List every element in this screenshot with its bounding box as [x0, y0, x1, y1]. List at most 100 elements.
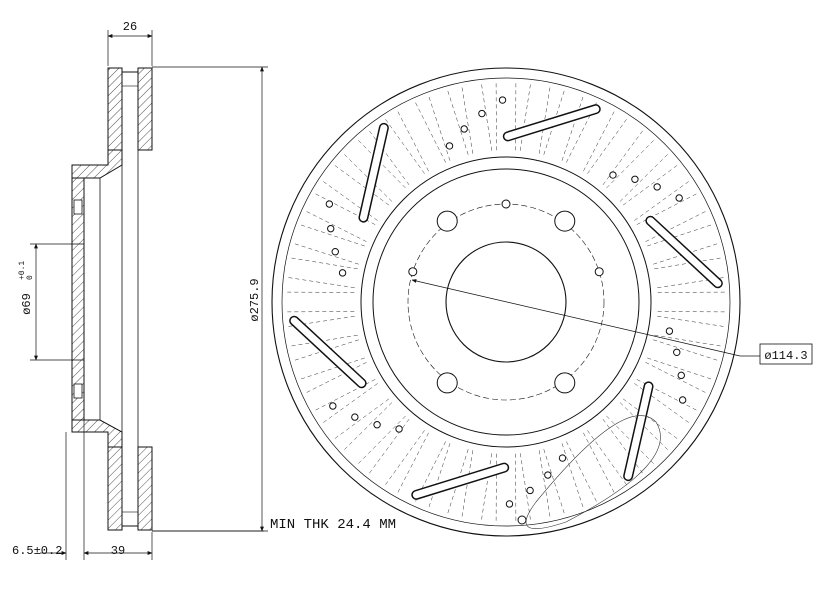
cooling-vane-line — [647, 357, 713, 380]
min-thickness-label: MIN THK 24.4 MM — [270, 517, 396, 533]
width-label: 26 — [123, 20, 137, 34]
cooling-vane-line — [561, 443, 584, 509]
cooling-vane-line — [414, 101, 446, 163]
friction-inner-circle — [360, 156, 652, 448]
cooling-vane-line — [636, 193, 698, 225]
locating-hole — [436, 210, 458, 232]
cooling-vane-line — [357, 415, 406, 465]
cooling-vane-line — [322, 383, 378, 424]
cooling-vane-line — [657, 316, 725, 327]
drill-hole — [558, 454, 567, 462]
locating-hole — [554, 372, 576, 394]
cooling-vane-line — [645, 210, 707, 242]
cooling-vane-line — [368, 129, 410, 186]
drill-hole — [544, 471, 552, 479]
bore-tolerance-upper: +0.1 — [18, 261, 27, 280]
hat-neck-bottom — [71, 419, 123, 447]
drill-hole — [351, 413, 359, 421]
cooling-vane-line — [461, 450, 474, 518]
drill-hole — [327, 224, 335, 233]
cooling-vane-line — [636, 379, 698, 411]
bolt-hole — [408, 267, 418, 277]
drill-hole — [665, 327, 674, 335]
drill-hole — [653, 183, 661, 191]
dimension-bore-diameter: ø69 +0.1 0 — [18, 243, 72, 361]
cooling-vane-line — [299, 224, 365, 247]
drill-hole — [373, 421, 381, 429]
friction-plate-right-bottom — [137, 446, 153, 531]
cooling-vane-line — [333, 398, 390, 440]
cooling-vane-line — [561, 95, 584, 161]
drill-hole — [331, 248, 339, 256]
drill-hole — [678, 396, 687, 404]
offset-label: 6.5±0.2 — [12, 544, 62, 558]
drill-hole — [325, 200, 334, 208]
bolt-circle-label: ø114.3 — [764, 349, 807, 363]
cooling-vane-line — [293, 339, 359, 361]
cooling-vane-line — [481, 453, 492, 521]
drill-hole — [505, 500, 514, 508]
dimension-width: 26 — [107, 20, 153, 66]
cooling-vane-line — [654, 257, 722, 270]
cooling-vane-line — [299, 357, 365, 380]
dimension-bottom: 6.5±0.2 39 — [12, 420, 153, 560]
slot-inner — [359, 124, 388, 222]
front-view — [271, 67, 741, 537]
cooling-vane-line — [384, 430, 425, 486]
cooling-vane-line — [622, 164, 679, 206]
cooling-vane-line — [647, 224, 713, 247]
cooling-vane-line — [343, 153, 393, 202]
outer-edge-circle — [271, 67, 741, 537]
wear-zone-outline — [525, 415, 661, 529]
cooling-vane-line — [447, 449, 469, 515]
slot-inner — [412, 464, 508, 499]
locating-hole — [436, 372, 458, 394]
slot-inner — [504, 105, 600, 140]
slot-inner — [646, 217, 722, 287]
center-bore-circle — [445, 241, 567, 363]
hat-neck-top — [71, 150, 123, 179]
cooling-vane-line — [653, 243, 719, 265]
cooling-vane-line — [619, 153, 669, 202]
cooling-vane-line — [645, 362, 707, 394]
cooling-vane-line — [314, 379, 376, 411]
bore-tolerance-lower: 0 — [26, 275, 35, 280]
hat-face — [71, 177, 85, 421]
cooling-vane-line — [538, 86, 551, 154]
dimension-outer-diameter: ø275.9 — [152, 66, 268, 532]
drill-hole — [677, 371, 685, 380]
cooling-vane-line — [566, 441, 598, 503]
cooling-vane-line — [583, 110, 615, 172]
hat-outer-circle — [372, 168, 640, 436]
cooling-vane-line — [293, 243, 359, 265]
cooling-vane-line — [290, 334, 358, 347]
cooling-vane-line — [333, 164, 390, 206]
cooling-vane-line — [634, 180, 690, 221]
cooling-vane-line — [634, 383, 690, 424]
min-thickness-callout: MIN THK 24.4 MM — [152, 517, 396, 533]
friction-plate-left-bottom — [107, 446, 123, 531]
cooling-vane-line — [543, 89, 565, 155]
cooling-vane-line — [606, 415, 655, 465]
cooling-vane-line — [461, 86, 474, 154]
cooling-vane-line — [384, 118, 425, 174]
cooling-vane-line — [543, 449, 565, 515]
wear-indicator-hole — [517, 515, 527, 525]
cooling-vane-line — [602, 129, 644, 186]
cooling-vane-line — [606, 139, 655, 189]
drill-hole — [675, 194, 683, 202]
cooling-vane-line — [290, 257, 358, 270]
cooling-vane-line — [520, 453, 531, 521]
drill-hole — [526, 486, 534, 495]
cooling-vane-line — [305, 210, 367, 242]
cooling-vane-line — [305, 362, 367, 394]
drill-hole — [498, 96, 507, 104]
cooling-vane-line — [368, 418, 410, 475]
bolt-circle-callout: ø114.3 — [411, 279, 813, 365]
slot-inner — [290, 317, 366, 387]
friction-plate-left-top — [107, 67, 123, 151]
cooling-vane-line — [314, 193, 376, 225]
drill-hole — [395, 425, 403, 433]
outer-band-circle — [281, 77, 731, 527]
